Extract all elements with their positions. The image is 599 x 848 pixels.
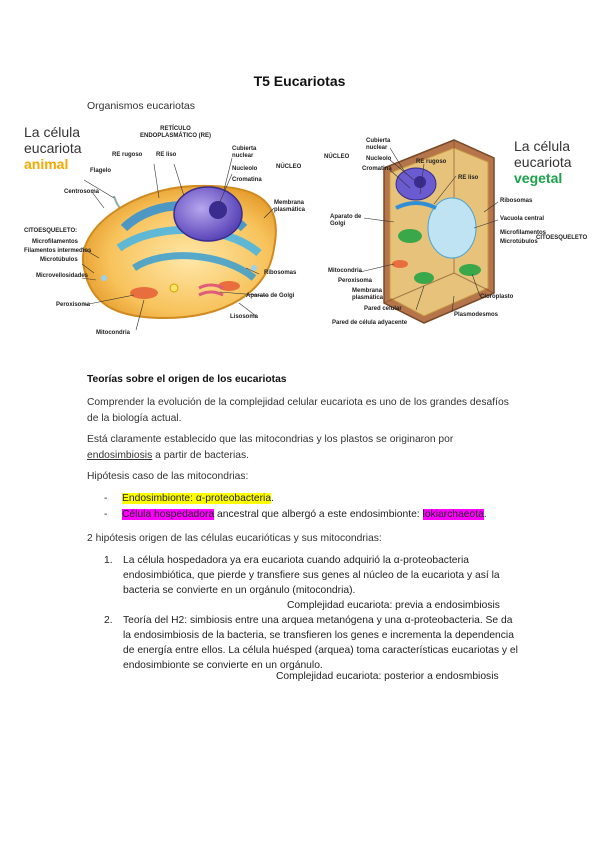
animal-label-reticulo-line2: ENDOPLASMÁTICO (RE) <box>140 133 211 139</box>
plant-label-plasmodesmos: Plasmodesmos <box>454 312 499 318</box>
paragraph-4: 2 hipótesis origen de las células eucari… <box>87 533 382 544</box>
plant-label-mitocondria: Mitocondria <box>328 268 362 274</box>
plant-label-pared: Pared celular <box>364 306 402 312</box>
animal-label-mitocondria: Mitocondria <box>96 330 130 336</box>
bullet-dash: - <box>104 493 108 504</box>
animal-title-line1: La célula <box>24 124 81 140</box>
plant-label-ribosomas: Ribosomas <box>500 198 533 204</box>
bullet-dash: - <box>104 509 108 520</box>
plant-label-cubierta-line1: Cubierta <box>366 138 391 144</box>
animal-label-reticulo-line1: RETÍCULO <box>160 126 191 132</box>
plant-label-aparato: Aparato de Golgi <box>330 214 361 228</box>
plant-label-microfilamentos: Microfilamentos <box>500 230 547 236</box>
bullet-1-end: . <box>271 493 274 504</box>
bullet-2-text: ancestral que albergó a este endosimbion… <box>214 509 423 520</box>
plant-label-cromatina: Cromatina <box>362 166 392 172</box>
animal-label-citoesqueleto: CITOESQUELETO: <box>24 228 78 234</box>
bullet-2-highlight-2: lokiarchaeota <box>422 509 484 520</box>
animal-title-accent: animal <box>24 156 69 172</box>
numbered-item-1-number: 1. <box>104 555 113 566</box>
plant-label-citoesqueleto: CITOESQUELETO <box>536 235 588 241</box>
bullet-2-end: . <box>483 509 487 520</box>
plant-figure-title: La célula eucariota vegetal <box>514 138 572 186</box>
animal-cell-illustration <box>81 157 277 331</box>
numbered-item-2-note: Complejidad eucariota: posterior a endos… <box>276 671 499 682</box>
page-title: T5 Eucariotas <box>253 73 346 89</box>
numbered-item-2-text: Teoría del H2: simbiosis entre una arque… <box>123 615 518 671</box>
plant-label-nucleo: NÚCLEO <box>324 154 350 160</box>
paragraph-3: Hipótesis caso de las mitocondrias: <box>87 471 249 482</box>
numbered-item-1-text: La célula hospedadora ya era eucariota c… <box>123 555 500 596</box>
page-subtitle: Organismos eucariotas <box>87 100 195 112</box>
animal-label-nucleolo: Nucleolo <box>232 166 258 172</box>
plant-label-aparato-line2: Golgi <box>330 221 346 227</box>
animal-cell-figure: La célula eucariota animal <box>24 118 314 338</box>
animal-label-flagelo: Flagelo <box>90 168 112 174</box>
plant-label-cubierta: Cubierta nuclear <box>366 138 390 152</box>
animal-label-microfilamentos: Microfilamentos <box>32 239 79 245</box>
paragraph-2-end: a partir de bacterias. <box>152 449 249 461</box>
paragraph-2: Está claramente establecido que las mito… <box>87 432 517 463</box>
paragraph-2-underlined: endosimbiosis <box>87 449 153 461</box>
animal-label-cubierta-line2: nuclear <box>232 153 254 159</box>
animal-label-cromatina: Cromatina <box>232 177 262 183</box>
plant-title-line1: La célula <box>514 138 571 154</box>
plant-label-re-liso: RE liso <box>458 175 479 181</box>
plant-label-microtubulos: Microtúbulos <box>500 239 538 245</box>
animal-label-re-rugoso: RE rugoso <box>112 152 143 158</box>
plant-label-cubierta-line2: nuclear <box>366 145 388 151</box>
animal-label-nucleo: NÚCLEO <box>276 164 302 170</box>
paragraph-2-text: Está claramente establecido que las mito… <box>87 434 454 445</box>
numbered-item-1-note: Complejidad eucariota: previa a endosimb… <box>287 600 500 611</box>
plant-label-re-rugoso: RE rugoso <box>416 159 447 165</box>
plant-label-membrana-line2: plasmática <box>352 295 384 301</box>
plant-label-membrana-line1: Membrana <box>352 288 383 294</box>
animal-label-ribosomas: Ribosomas <box>264 270 297 276</box>
animal-label-reticulo: RETÍCULO ENDOPLASMÁTICO (RE) <box>140 126 211 140</box>
animal-label-cubierta: Cubierta nuclear <box>232 146 256 160</box>
plant-label-aparato-line1: Aparato de <box>330 214 362 220</box>
animal-title-line2: eucariota <box>24 140 82 156</box>
animal-label-membrana: Membrana plasmática <box>274 200 305 214</box>
plant-cell-figure: La célula eucariota vegetal <box>324 118 588 338</box>
section-heading: Teorías sobre el origen de los eucariota… <box>87 374 287 385</box>
plant-label-peroxisoma: Peroxisoma <box>338 278 373 284</box>
numbered-item-2-number: 2. <box>104 615 113 626</box>
plant-title-line2: eucariota <box>514 154 572 170</box>
bullet-1-highlight: Endosimbionte: α-proteobacteria <box>122 493 272 504</box>
animal-label-membrana-line2: plasmática <box>274 207 306 213</box>
animal-label-microvellosidades: Microvellosidades <box>36 273 89 279</box>
plant-title-accent: vegetal <box>514 170 563 186</box>
plant-label-vacuola: Vacuola central <box>500 216 545 222</box>
bullet-item-1: - Endosimbionte: α-proteobacteria. <box>104 491 274 506</box>
animal-label-filamentos: Filamentos intermedios <box>24 248 92 254</box>
plant-label-membrana: Membrana plasmática <box>352 288 383 302</box>
bullet-2-highlight: Célula hospedadora <box>122 509 215 520</box>
animal-label-re-liso: RE liso <box>156 152 177 158</box>
animal-label-membrana-line1: Membrana <box>274 200 305 206</box>
paragraph-1: Comprender la evolución de la complejida… <box>87 397 509 424</box>
animal-label-lisosoma: Lisosoma <box>230 314 259 320</box>
plant-cell-illustration <box>359 139 499 324</box>
plant-label-pared-adyacente: Pared de célula adyacente <box>332 320 408 326</box>
plant-label-nucleolo: Nucleolo <box>366 156 392 162</box>
animal-label-microtubulos: Microtúbulos <box>40 257 78 263</box>
plant-label-cloroplasto: Cloroplasto <box>480 294 514 300</box>
animal-label-peroxisoma: Peroxisoma <box>56 302 91 308</box>
animal-label-centrosoma: Centrosoma <box>64 189 100 195</box>
animal-label-cubierta-line1: Cubierta <box>232 146 257 152</box>
animal-label-golgi: Aparato de Golgi <box>246 293 295 299</box>
animal-figure-title: La célula eucariota animal <box>24 124 82 172</box>
bullet-item-2: - Célula hospedadora ancestral que alberg… <box>104 507 487 522</box>
